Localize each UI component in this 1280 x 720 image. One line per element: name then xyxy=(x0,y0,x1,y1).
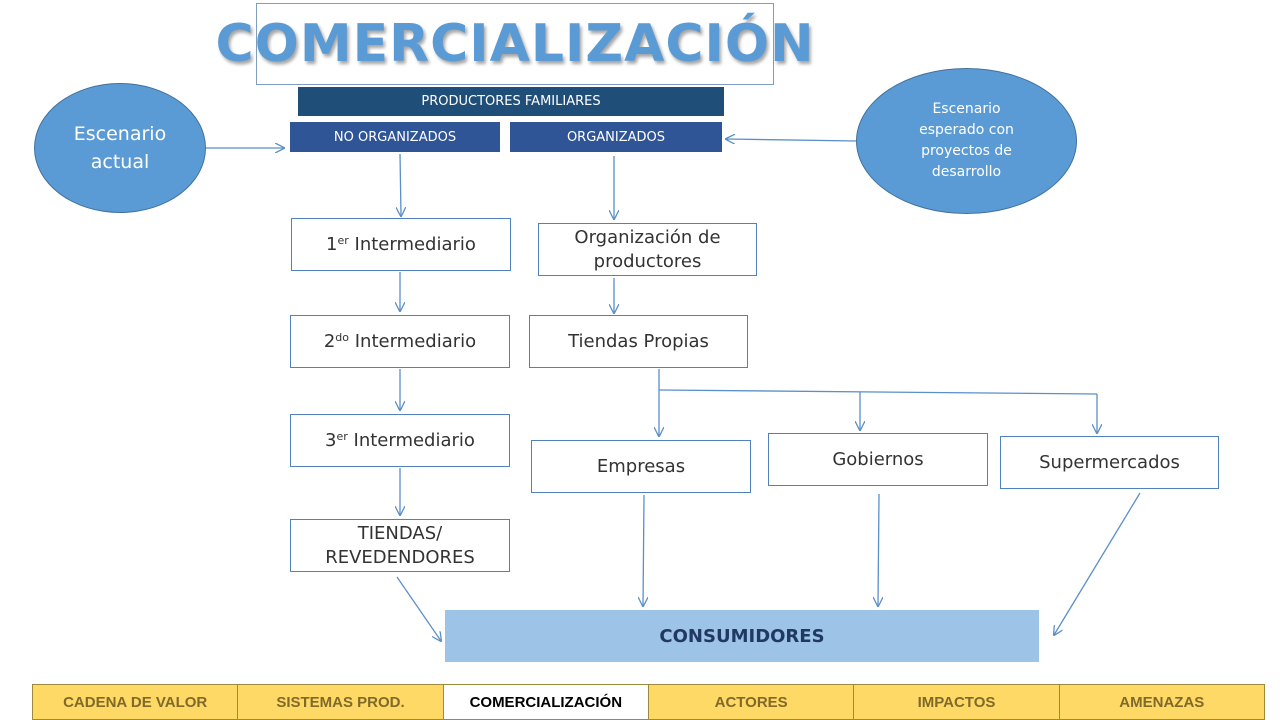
consumidores-box: CONSUMIDORES xyxy=(445,610,1039,662)
consumidores-label: CONSUMIDORES xyxy=(659,625,825,647)
tiendas-line2: REVEDENDORES xyxy=(325,546,475,568)
tercer-intermediario-box: 3er Intermediario xyxy=(290,414,510,467)
no-organizados-bar: NO ORGANIZADOS xyxy=(290,122,500,152)
no-organizados-label: NO ORGANIZADOS xyxy=(333,129,457,145)
int2-label: Intermediario xyxy=(349,330,477,352)
escenario-actual-line2: actual xyxy=(90,151,150,173)
int1-num: 1 xyxy=(326,233,338,255)
escenario-esperado-line2: esperado con xyxy=(919,122,1014,138)
bottom-nav: CADENA DE VALOR SISTEMAS PROD. COMERCIAL… xyxy=(32,684,1265,720)
arrow-empresas-to-consumidores xyxy=(643,494,644,606)
int3-label: Intermediario xyxy=(347,429,475,451)
tiendas-revendedores-box: TIENDAS/ REVEDENDORES xyxy=(290,519,510,572)
escenario-esperado-line4: desarrollo xyxy=(931,164,1002,180)
arrow-gobiernos-to-consumidores xyxy=(878,493,879,606)
org-line2: productores xyxy=(593,250,702,272)
nav-comercializacion[interactable]: COMERCIALIZACIÓN xyxy=(443,685,649,719)
primer-intermediario-box: 1er Intermediario xyxy=(291,218,511,271)
nav-amenazas[interactable]: AMENAZAS xyxy=(1059,685,1264,719)
arrow-no-org-to-int1 xyxy=(400,153,401,216)
int3-sup: er xyxy=(336,429,348,443)
productores-familiares-bar: PRODUCTORES FAMILIARES xyxy=(298,87,724,116)
tiendas-propias-label: Tiendas Propias xyxy=(568,330,709,352)
supermercados-label: Supermercados xyxy=(1039,451,1180,473)
nav-sistemas-prod[interactable]: SISTEMAS PROD. xyxy=(238,685,444,719)
int1-label: Intermediario xyxy=(348,233,476,255)
arrow-supermercados-to-consumidores xyxy=(1054,492,1141,635)
nav-cadena-de-valor[interactable]: CADENA DE VALOR xyxy=(33,685,239,719)
branch-horizontal xyxy=(658,389,1098,395)
tiendas-propias-box: Tiendas Propias xyxy=(529,315,748,368)
escenario-esperado-ellipse: Escenario esperado con proyectos de desa… xyxy=(856,68,1077,214)
int3-num: 3 xyxy=(325,429,337,451)
int2-sup: do xyxy=(335,330,350,344)
empresas-label: Empresas xyxy=(596,455,686,477)
organizados-label: ORGANIZADOS xyxy=(566,129,666,145)
int2-num: 2 xyxy=(323,330,336,352)
nav-actores[interactable]: ACTORES xyxy=(648,685,855,719)
org-line1: Organización de xyxy=(574,226,721,248)
escenario-esperado-line1: Escenario xyxy=(932,101,1001,117)
escenario-esperado-line3: proyectos de xyxy=(921,143,1012,159)
organizados-bar: ORGANIZADOS xyxy=(510,122,722,152)
int1-sup: er xyxy=(337,233,349,247)
arrow-esperado-to-organizados xyxy=(726,139,857,141)
gobiernos-box: Gobiernos xyxy=(768,433,988,486)
gobiernos-label: Gobiernos xyxy=(832,448,924,470)
supermercados-box: Supermercados xyxy=(1000,436,1219,489)
escenario-actual-line1: Escenario xyxy=(73,123,167,145)
escenario-actual-ellipse: Escenario actual xyxy=(34,83,206,213)
title-box: COMERCIALIZACIÓN xyxy=(215,3,814,85)
productores-familiares-label: PRODUCTORES FAMILIARES xyxy=(421,94,601,109)
empresas-box: Empresas xyxy=(531,440,751,493)
page-title: COMERCIALIZACIÓN xyxy=(215,14,815,74)
tiendas-line1: TIENDAS/ xyxy=(357,522,443,544)
arrow-tiendas-to-consumidores xyxy=(396,576,441,641)
organizacion-productores-box: Organización de productores xyxy=(538,223,757,276)
segundo-intermediario-box: 2do Intermediario xyxy=(290,315,510,368)
nav-impactos[interactable]: IMPACTOS xyxy=(854,685,1060,719)
